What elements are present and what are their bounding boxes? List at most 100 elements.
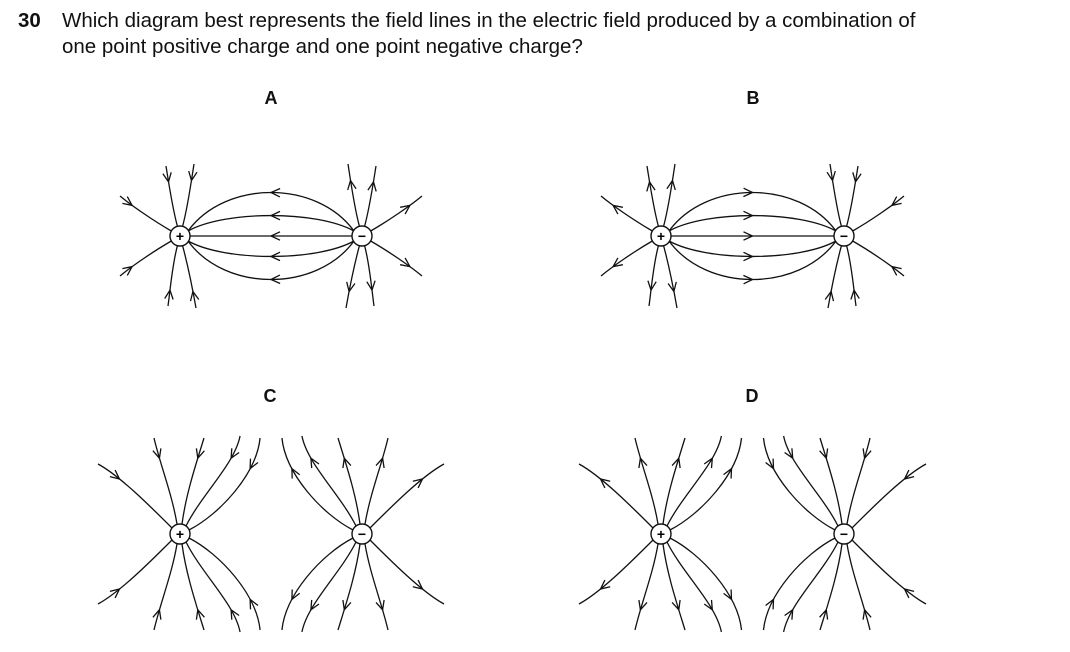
field-line (829, 163, 843, 227)
arrowhead (152, 448, 162, 460)
positive-charge-c-sign: + (176, 526, 184, 542)
field-line (347, 163, 361, 227)
field-line (363, 165, 377, 227)
field-line (369, 539, 445, 605)
arrowhead (743, 274, 755, 285)
arrowhead (249, 458, 259, 470)
field-line (337, 437, 361, 525)
arrowhead (269, 210, 281, 221)
arrowhead (375, 599, 385, 612)
field-line (666, 541, 723, 633)
arrowhead (743, 231, 755, 241)
option-label-b: B (746, 88, 760, 108)
arrowhead (638, 599, 648, 612)
field-line (668, 192, 837, 232)
positive-charge-b (650, 225, 672, 247)
arrowhead (249, 598, 259, 610)
arrowhead (399, 204, 412, 215)
arrowhead (366, 280, 376, 292)
field-line (782, 541, 839, 633)
negative-charge-c (351, 523, 373, 545)
arrowhead (375, 456, 385, 469)
arrowhead (152, 608, 162, 620)
field-line (153, 543, 178, 631)
arrowhead (671, 456, 681, 469)
arrowhead (671, 599, 681, 612)
field-line (301, 435, 357, 527)
field-line (646, 165, 660, 227)
positive-charge-d-sign: + (657, 526, 665, 542)
field-line (648, 245, 660, 307)
field-line (181, 245, 197, 309)
positive-charge-a (169, 225, 191, 247)
arrowhead (188, 170, 198, 183)
arrowhead (638, 456, 648, 469)
field-line (345, 245, 361, 309)
arrowhead (342, 456, 352, 469)
arrowhead (850, 288, 860, 300)
arrowhead (903, 469, 915, 480)
arrowhead (189, 290, 200, 302)
arrowhead (230, 608, 240, 620)
option-label-d: D (745, 386, 759, 406)
arrowhead (611, 204, 624, 215)
field-line (852, 195, 905, 232)
arrowhead (862, 448, 872, 460)
arrowhead (230, 448, 240, 460)
arrowhead (310, 599, 320, 612)
positive-charge-c (169, 523, 191, 545)
field-line (165, 165, 179, 227)
field-line (370, 240, 423, 277)
field-line (363, 245, 375, 307)
negative-charge-d-sign: − (840, 526, 848, 542)
field-line (281, 537, 354, 631)
arrowhead (346, 281, 356, 294)
arrowhead (723, 467, 733, 479)
negative-charge-b (833, 225, 855, 247)
arrowhead (342, 599, 352, 612)
arrowhead (611, 257, 624, 268)
diagram-a: +− (119, 163, 423, 309)
field-line (662, 543, 686, 631)
field-line (669, 537, 743, 631)
field-line (762, 437, 836, 531)
field-line (819, 437, 843, 525)
field-line (97, 539, 173, 605)
option-label-a: A (264, 88, 278, 108)
arrowhead (890, 196, 902, 207)
question-text-line-2: one point positive charge and one point … (62, 35, 583, 58)
arrowhead (743, 210, 755, 221)
field-line (181, 437, 205, 525)
arrowhead (765, 458, 775, 470)
arrowhead (765, 598, 775, 610)
negative-charge-d (833, 523, 855, 545)
field-line (634, 437, 659, 525)
arrowhead (269, 251, 281, 262)
diagram-c: +− (97, 435, 445, 633)
arrowhead (819, 608, 829, 620)
question-number: 30 (18, 9, 41, 32)
arrowhead (399, 257, 412, 268)
field-line (97, 463, 173, 529)
arrowhead (291, 467, 301, 479)
field-line (187, 240, 355, 258)
positive-charge-d (650, 523, 672, 545)
arrowhead (195, 608, 205, 620)
field-line (578, 463, 654, 529)
arrowhead (703, 599, 714, 612)
arrowhead (743, 187, 755, 198)
field-line (845, 245, 857, 307)
arrowhead (824, 290, 835, 302)
field-line (668, 240, 837, 280)
question-text-line-1: Which diagram best represents the field … (62, 9, 916, 32)
arrowhead (723, 589, 733, 601)
arrowhead (109, 588, 121, 599)
arrowhead (162, 172, 172, 184)
field-line (845, 165, 859, 227)
arrowhead (862, 608, 872, 620)
field-line (301, 541, 357, 633)
diagram-b: +− (600, 163, 905, 309)
field-line (181, 543, 205, 631)
field-line (370, 195, 423, 232)
arrowhead (122, 265, 134, 276)
